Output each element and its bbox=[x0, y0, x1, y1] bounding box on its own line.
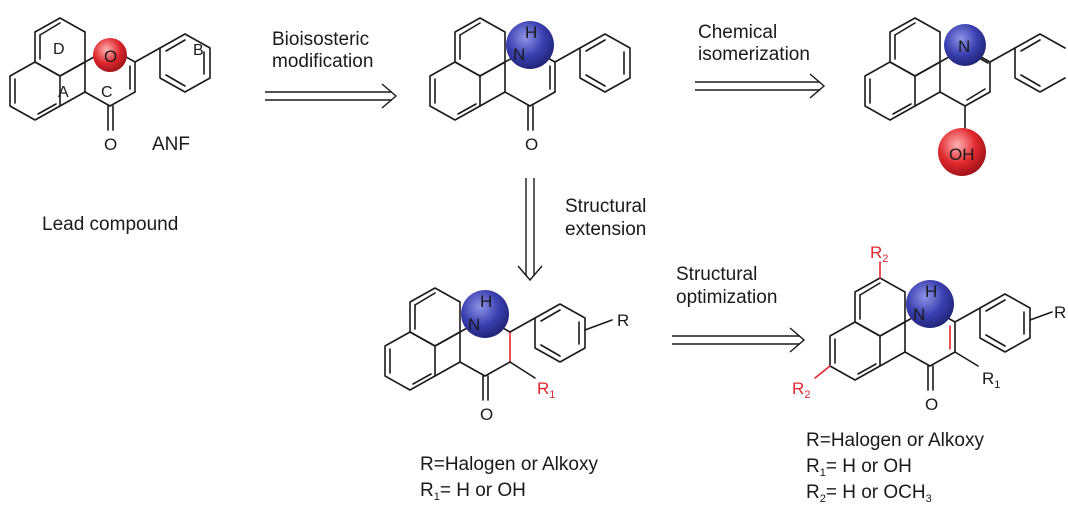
dihydro-note-r1: R1= H or OH bbox=[420, 480, 526, 503]
step2-label-line1: Chemical bbox=[698, 22, 777, 43]
dihydro-r1-label: R1 bbox=[537, 379, 555, 401]
optimized-notes: R=Halogen or Alkoxy R1= H or OH R2= H or… bbox=[806, 430, 984, 505]
arrow-optimization: Structural optimization bbox=[672, 264, 806, 353]
ring-label-b: B bbox=[193, 42, 204, 59]
hydroxyquinoline-structure: N OH bbox=[864, 17, 1066, 176]
lead-carbonyl-o: O bbox=[104, 135, 117, 154]
step2-label-line2: isomerization bbox=[698, 44, 810, 65]
heteroatom-highlight-red bbox=[93, 38, 127, 72]
optimized-note-r: R=Halogen or Alkoxy bbox=[806, 430, 984, 451]
step4-label-line2: optimization bbox=[676, 287, 777, 308]
optimized-r2-left-label: R2 bbox=[792, 379, 810, 401]
step1-label-line2: modification bbox=[272, 51, 373, 72]
optimized-note-r2: R2= H or OCH3 bbox=[806, 482, 932, 505]
ring-label-c: C bbox=[101, 84, 113, 101]
ring-label-d: D bbox=[53, 41, 65, 58]
hydroxyquinoline-n: N bbox=[958, 37, 970, 56]
lead-compound-name: ANF bbox=[152, 134, 190, 155]
quinolone-nh-n: N bbox=[513, 45, 525, 64]
dihydro-notes: R=Halogen or Alkoxy R1= H or OH bbox=[420, 454, 598, 503]
dihydro-r-substituent: R bbox=[617, 311, 629, 330]
ring-b bbox=[134, 33, 211, 93]
optimized-r2-top-label: R2 bbox=[870, 243, 888, 265]
step3-label-line2: extension bbox=[565, 219, 646, 240]
arrow-isomerization: Chemical isomerization bbox=[695, 22, 826, 99]
ring-a bbox=[9, 61, 61, 121]
dihydro-nh-h: H bbox=[480, 292, 492, 311]
arrow-bioisosteric: Bioisosteric modification bbox=[265, 29, 398, 109]
lead-compound-structure: O O D A C B ANF Lead compound bbox=[9, 17, 211, 235]
dihydro-nh-n: N bbox=[468, 315, 480, 334]
dihydro-note-r: R=Halogen or Alkoxy bbox=[420, 454, 598, 475]
hydroxyquinoline-oh: OH bbox=[949, 145, 975, 164]
optimized-note-r1: R1= H or OH bbox=[806, 456, 912, 479]
lead-compound-caption: Lead compound bbox=[42, 214, 178, 235]
ring-label-a: A bbox=[58, 84, 69, 101]
optimized-carbonyl-o: O bbox=[925, 395, 938, 414]
optimized-nh-h: H bbox=[925, 282, 937, 301]
nh-highlight-blue bbox=[506, 21, 554, 69]
optimized-nh-n: N bbox=[913, 305, 925, 324]
arrow-extension: Structural extension bbox=[517, 178, 646, 282]
dihydro-carbonyl-o: O bbox=[480, 405, 493, 424]
quinolone-carbonyl-o: O bbox=[525, 135, 538, 154]
optimized-structure: H N O R R1 R2 R2 bbox=[792, 243, 1066, 414]
n-highlight-blue bbox=[944, 24, 986, 66]
optimized-nh-highlight-blue bbox=[906, 280, 954, 328]
step1-label-line1: Bioisosteric bbox=[272, 29, 369, 50]
dihydro-structure: H N O R R1 bbox=[384, 287, 629, 424]
step4-label-line1: Structural bbox=[676, 264, 757, 285]
quinolone-structure: H N O bbox=[429, 17, 631, 154]
dihydro-nh-highlight-blue bbox=[461, 290, 509, 338]
optimized-r1-label: R1 bbox=[982, 369, 1000, 391]
step3-label-line1: Structural bbox=[565, 196, 646, 217]
oh-highlight-red bbox=[938, 128, 986, 176]
quinolone-nh-h: H bbox=[525, 23, 537, 42]
optimized-r-substituent: R bbox=[1054, 303, 1066, 322]
lead-heteroatom-o: O bbox=[104, 47, 117, 66]
